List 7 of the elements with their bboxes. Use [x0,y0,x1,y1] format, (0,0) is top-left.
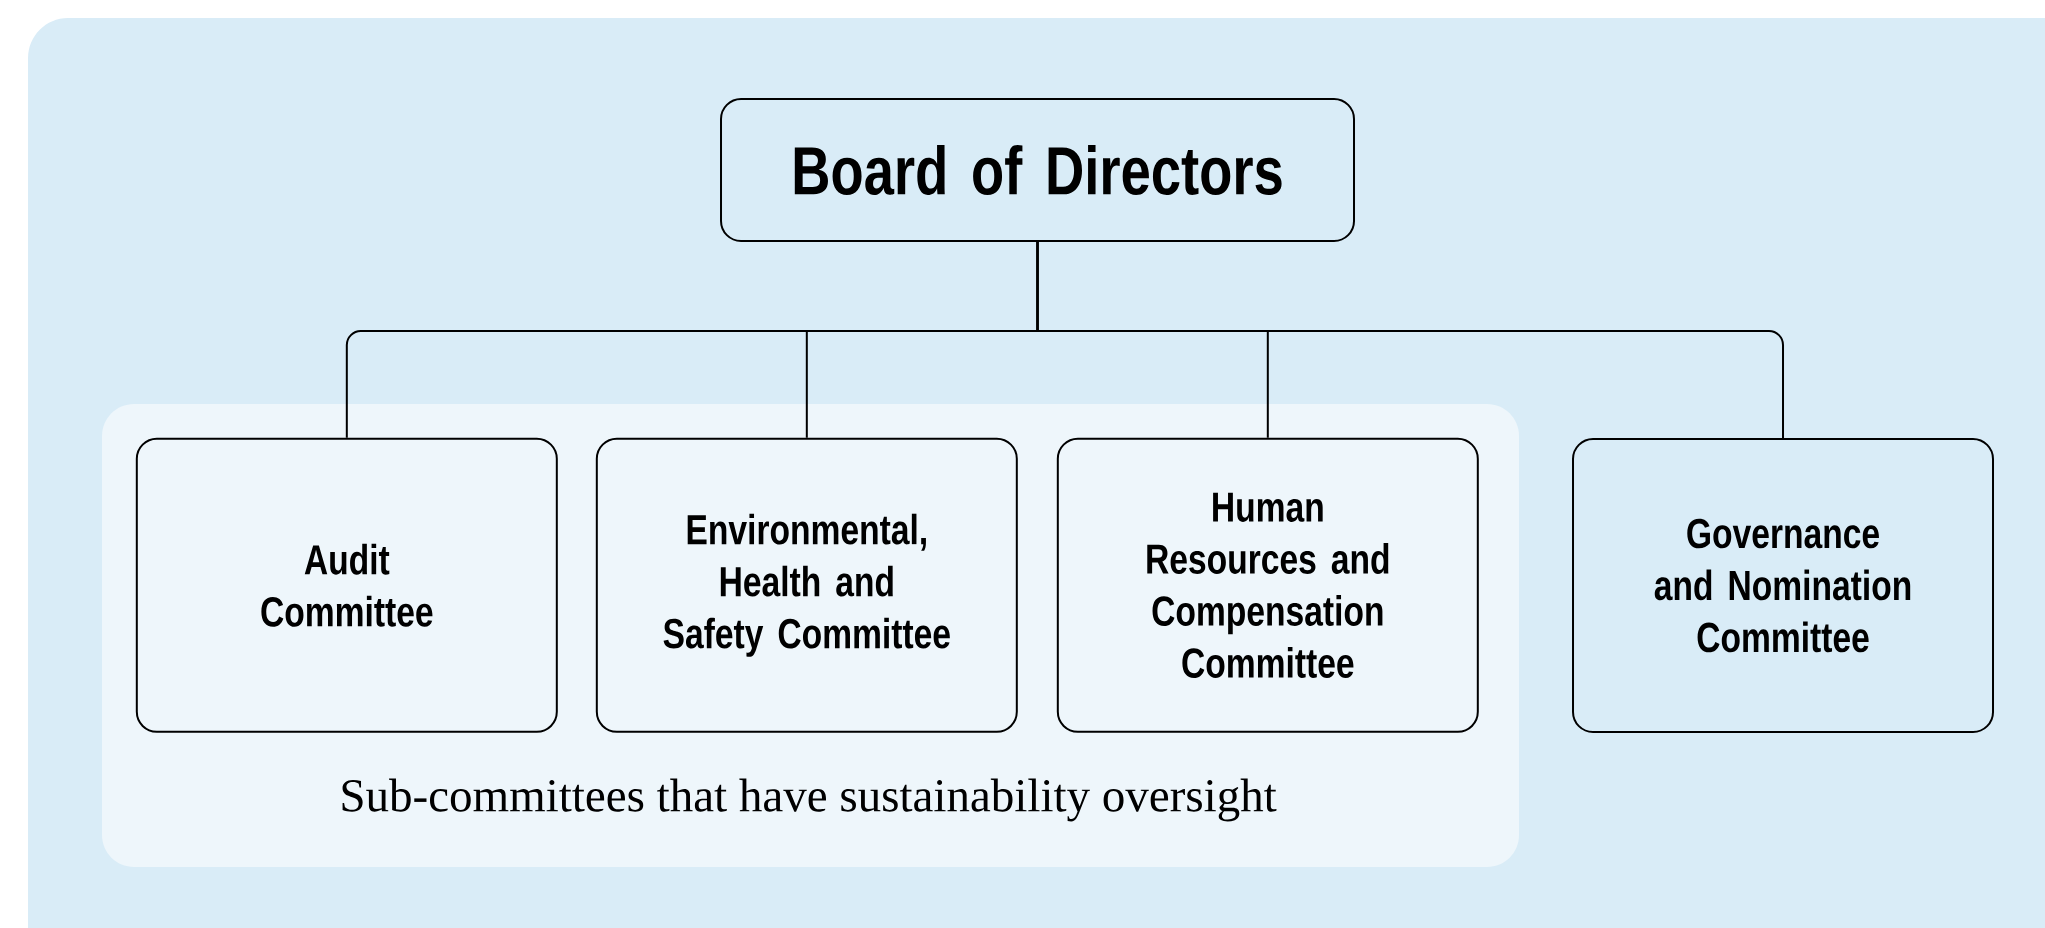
committee-box: Environmental, Health and Safety Committee [595,437,1018,733]
committee-box: Human Resources and Compensation Committee [1056,437,1479,733]
committee-box: Audit Committee [135,437,558,733]
committee-box: Governance and Nomination Committee [1572,438,1994,733]
panel-caption: Sub-committees that have sustainability oversight [342,778,1277,822]
connector-line [1036,241,1784,439]
board-box: Board of Directors [720,98,1355,242]
